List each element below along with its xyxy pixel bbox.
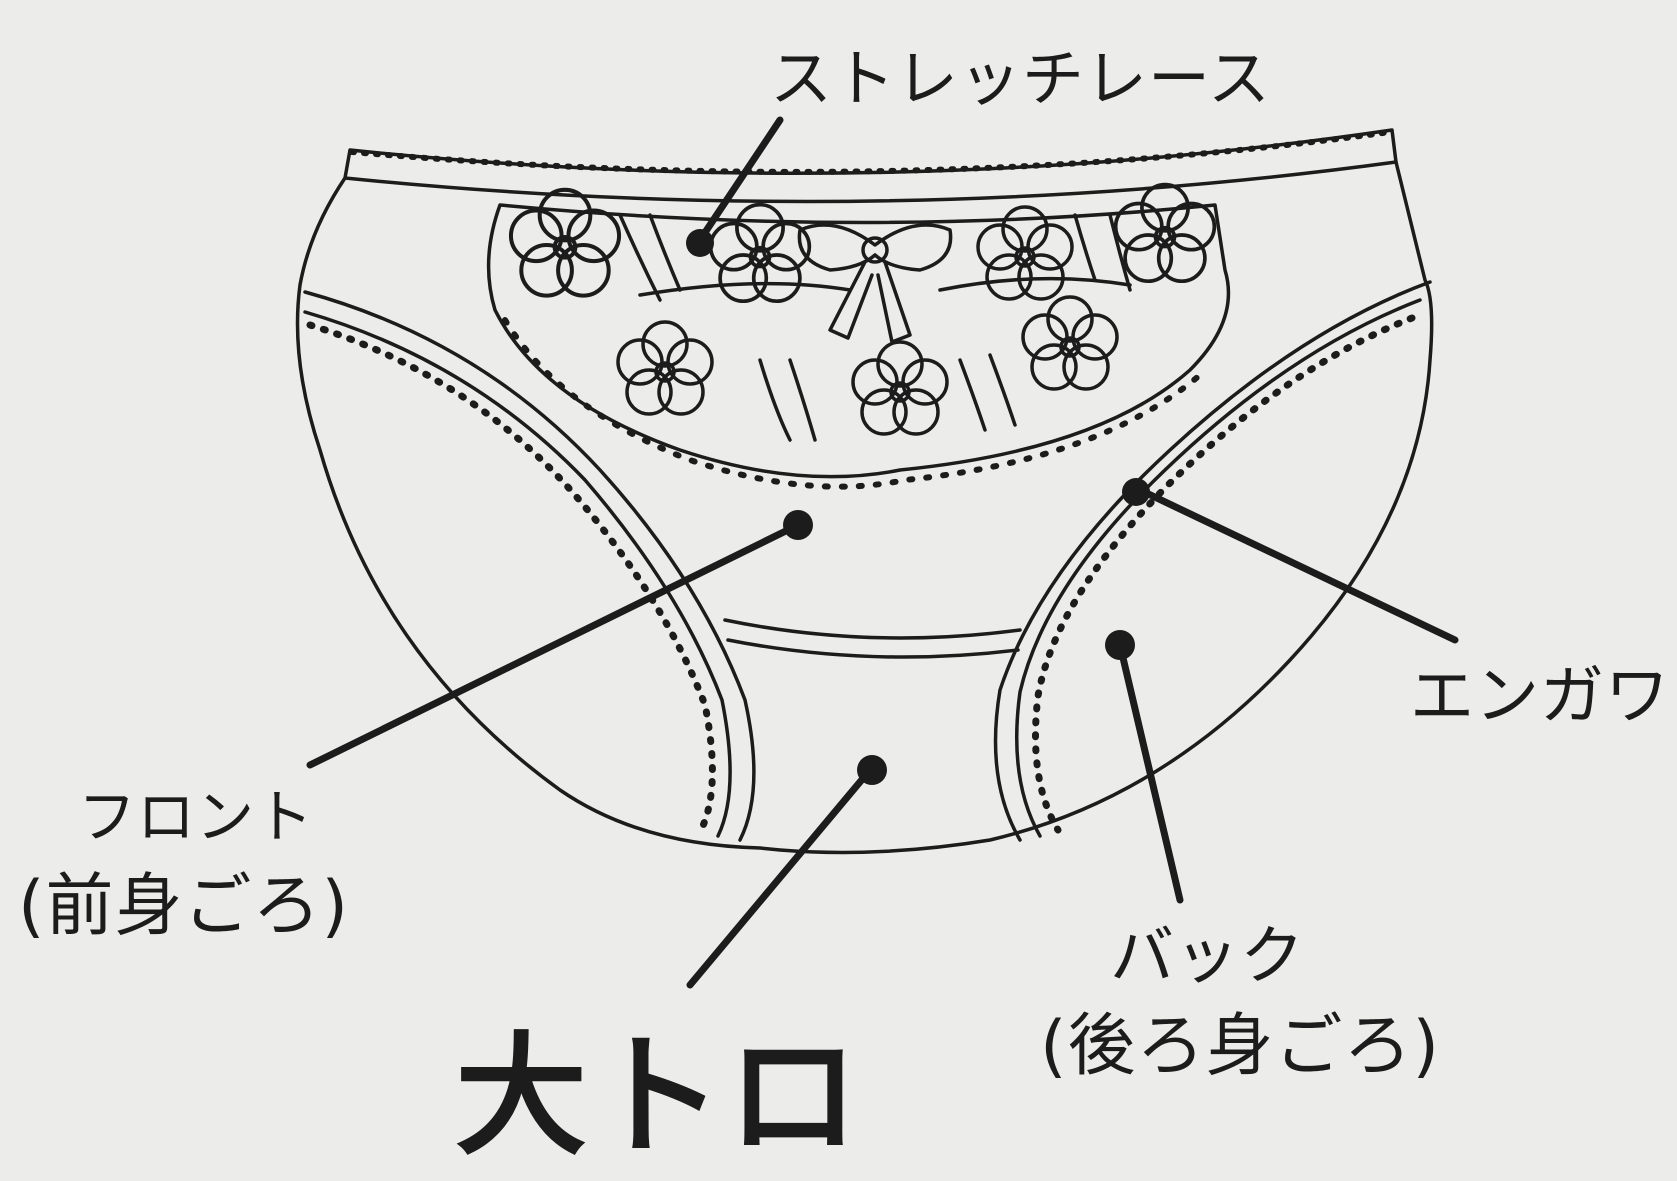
waistband-scallop [349, 129, 1393, 175]
dot-stretch [686, 229, 714, 257]
gusset-seam-inner [726, 638, 1020, 659]
dot-back [1105, 630, 1135, 660]
leader-back [1116, 641, 1184, 904]
label-front-sub: (前身ごろ) [18, 867, 350, 946]
front-leg-band [303, 290, 756, 842]
waistband [343, 128, 1398, 204]
label-front: フロント [78, 783, 315, 851]
leader-stretch [696, 116, 784, 244]
label-back-sub: (後ろ身ごろ) [1040, 1007, 1441, 1086]
leader-front [306, 521, 802, 769]
back-leg-scallop [1032, 314, 1416, 834]
bow [797, 223, 953, 272]
back-leg-band [993, 280, 1432, 842]
dot-engawa [1122, 478, 1150, 506]
body-outline [295, 160, 1434, 855]
label-back: バック [1110, 920, 1305, 994]
front-leg-band-inner [303, 310, 732, 838]
front-leg-scallop [306, 321, 716, 836]
back-leg-band-inner [1015, 298, 1422, 838]
label-otoro: 大トロ [455, 1020, 863, 1174]
garment-diagram [295, 116, 1459, 989]
leader-otoro [686, 766, 874, 989]
label-engawa: エンガワ [1410, 660, 1670, 734]
leader-engawa [1136, 486, 1459, 644]
lace-panel-scallop [502, 317, 1203, 490]
lace-panel [486, 203, 1231, 479]
dot-front [783, 510, 813, 540]
gusset-seam [723, 618, 1022, 640]
dot-otoro [857, 755, 887, 785]
label-stretch-lace: ストレッチレース [770, 42, 1271, 115]
